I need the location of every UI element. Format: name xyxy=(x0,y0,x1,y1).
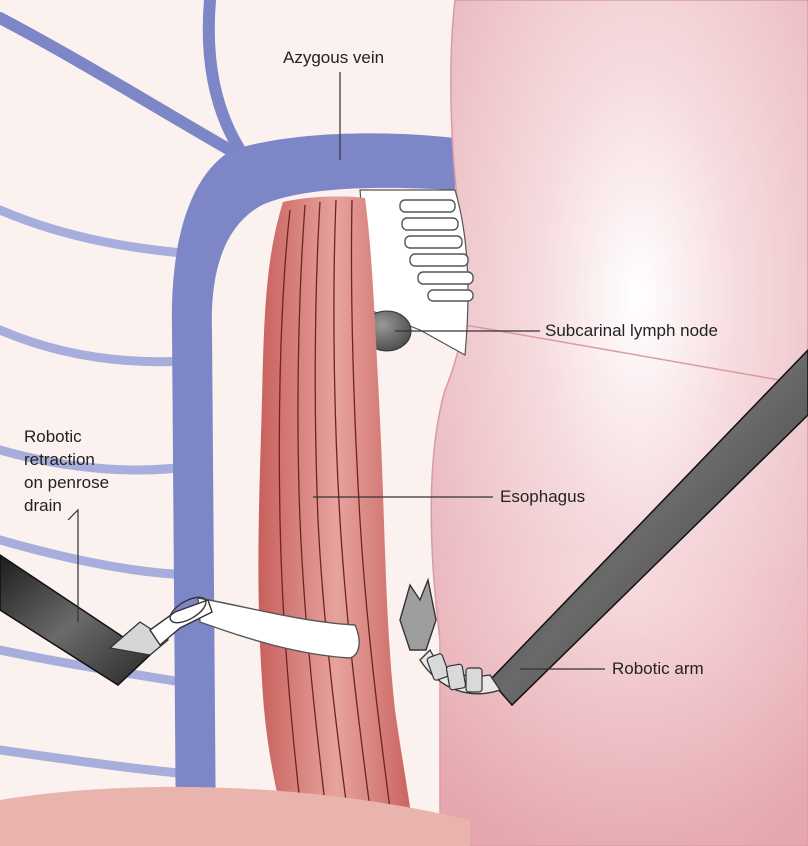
label-subcarinal-lymph-node: Subcarinal lymph node xyxy=(545,321,718,340)
label-robotic-arm: Robotic arm xyxy=(612,659,704,678)
label-esophagus: Esophagus xyxy=(500,487,585,506)
label-azygous-vein: Azygous vein xyxy=(283,48,384,67)
